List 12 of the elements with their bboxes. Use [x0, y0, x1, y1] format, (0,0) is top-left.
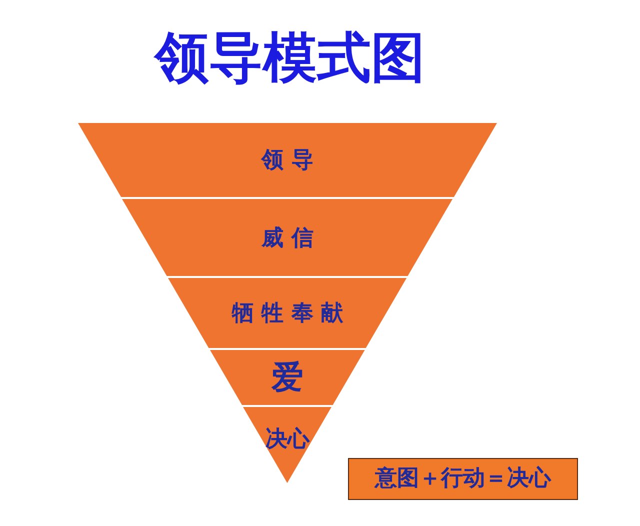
- formula-box: 意图＋行动＝决心: [348, 458, 578, 500]
- band-label: 威 信: [260, 224, 314, 252]
- pyramid-band: [78, 123, 497, 197]
- pyramid-band: [168, 278, 407, 348]
- pyramid-band: [122, 199, 453, 276]
- band-label: 牺 牲 奉 献: [230, 300, 344, 328]
- pyramid-band: [210, 350, 365, 405]
- band-label: 领 导: [260, 147, 314, 175]
- band-label: 爱: [270, 356, 304, 398]
- band-label: 决心: [264, 426, 311, 454]
- title: 领导模式图: [152, 25, 426, 91]
- pyramid-band: [243, 407, 332, 483]
